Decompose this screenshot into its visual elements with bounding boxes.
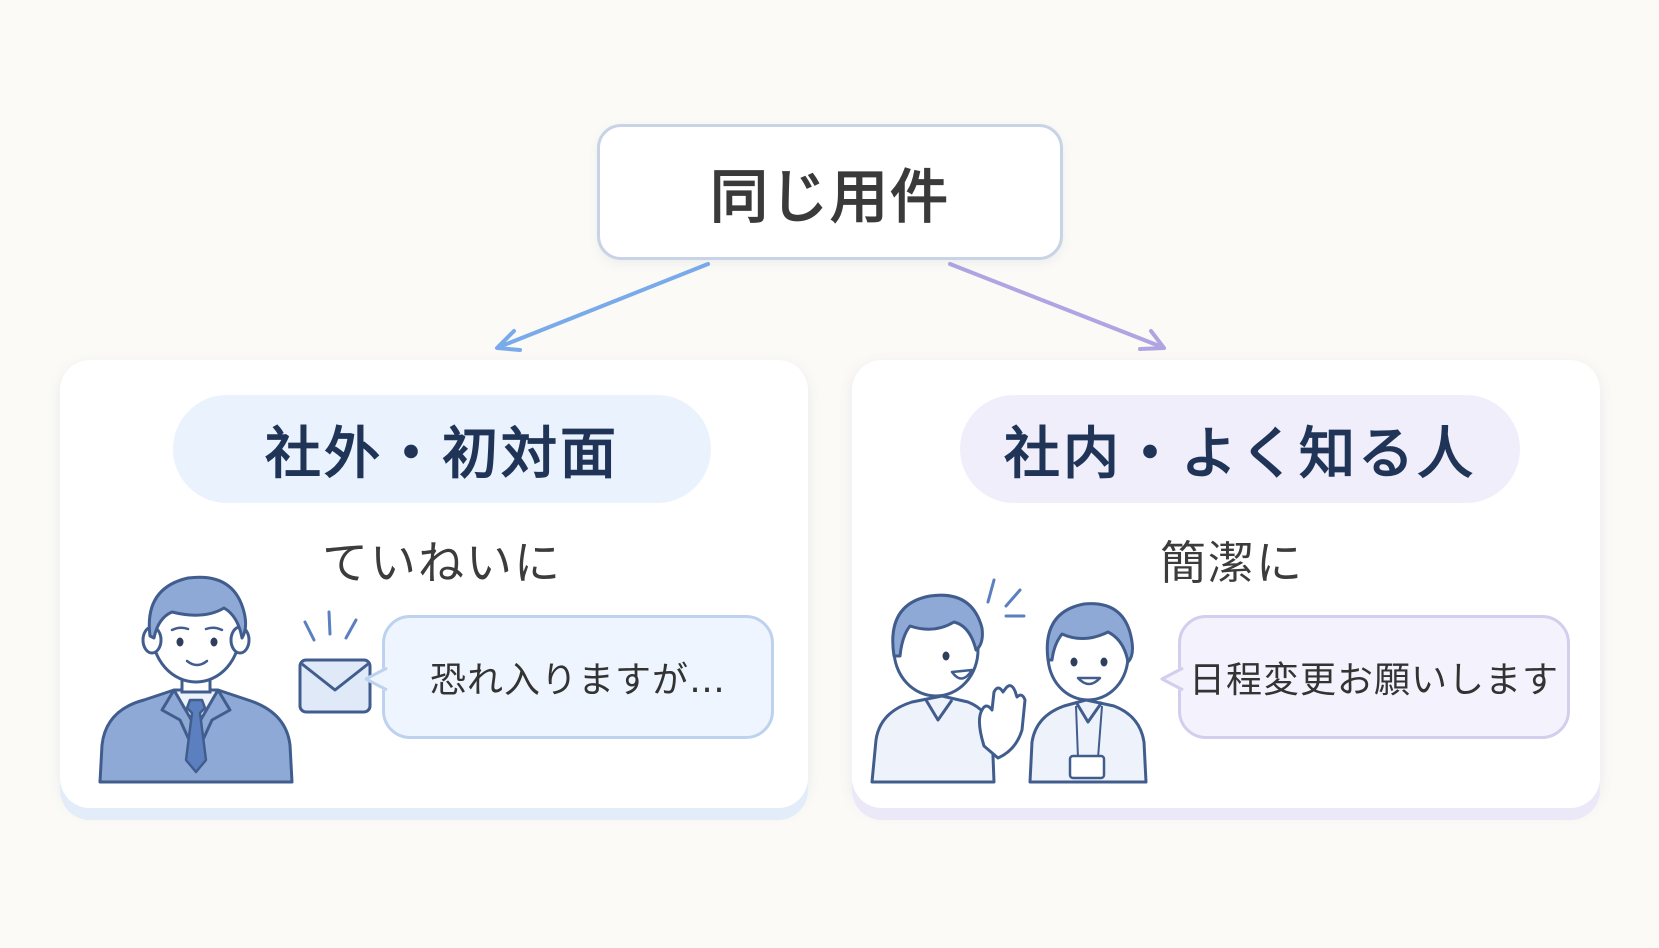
topic-box: 同じ用件 (597, 124, 1063, 260)
bubble-tail (1159, 666, 1184, 692)
branch-style: ていねいに (322, 536, 562, 590)
arrow-left (495, 262, 710, 352)
topic-title: 同じ用件 (709, 163, 950, 231)
branch-heading: 社外・初対面 (265, 421, 619, 487)
hair (147, 575, 248, 640)
envelope-icon (298, 658, 372, 714)
speech-bubble-polite: 恐れ入りますが… (363, 615, 774, 739)
id-badge (1068, 754, 1106, 780)
branch-style: 簡潔に (1160, 536, 1304, 590)
businessman-illustration (98, 575, 372, 784)
colleague-left-hair (891, 593, 984, 658)
colleague-right-hair (1045, 602, 1134, 664)
branch-heading: 社内・よく知る人 (1004, 421, 1476, 487)
bubble-tail (363, 666, 388, 692)
waving-hand (977, 684, 1027, 760)
colleagues-illustration (870, 578, 1148, 784)
branch-heading-pill: 社外・初対面 (173, 395, 711, 503)
arrow-right (948, 262, 1166, 351)
branch-panel-internal: 社内・よく知る人 簡潔に (852, 360, 1600, 808)
bubble-text: 日程変更お願いします (1188, 660, 1559, 701)
speech-bubble-concise: 日程変更お願いします (1159, 615, 1570, 739)
branch-panel-external: 社外・初対面 ていねいに (60, 360, 808, 808)
branch-heading-pill: 社内・よく知る人 (960, 395, 1520, 503)
necktie (184, 698, 208, 774)
bubble-text: 恐れ入りますが… (429, 660, 726, 701)
notification-lines (303, 610, 358, 642)
excitement-lines (986, 578, 1026, 618)
